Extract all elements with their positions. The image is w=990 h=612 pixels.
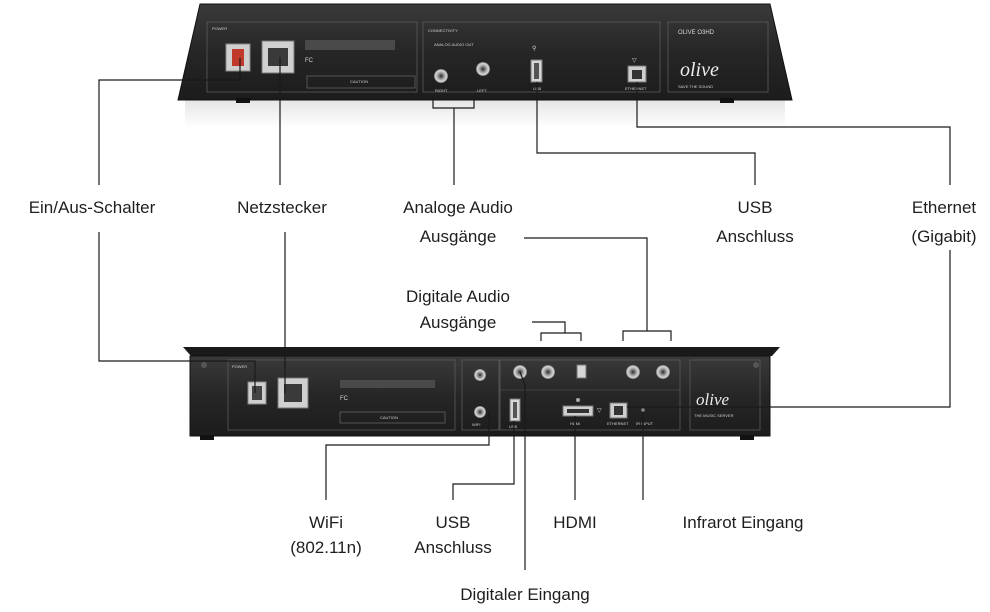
bottom-ir-label: IR INPUT [636,421,654,426]
top-ethernet-port-socket [632,70,642,79]
top-brand-tagline: SAVE THE SOUND [678,84,713,89]
top-caution-box [306,75,416,89]
bottom-caution-label: CAUTION [380,415,398,420]
line-usb-top [536,82,756,185]
top-rca-jack-left[interactable] [476,62,490,76]
top-power-panel [206,21,418,93]
label-power-plug: Netzstecker [237,198,327,217]
bottom-device-foot [740,435,754,440]
label-ethernet-line2: (Gigabit) [911,227,976,246]
bottom-regulatory-text-block [340,380,435,388]
hdmi-icon [576,398,580,402]
bottom-device-foot [200,435,214,440]
top-usb-port-slot [534,63,539,79]
bottom-power-socket-inlet [284,384,302,402]
ethernet-icon: ▽ [597,408,602,414]
bottom-caution-box [339,411,446,424]
labels: Ein/Aus-Schalter Netzstecker Analoge Aud… [29,198,977,604]
bottom-usb-label: USB [509,424,518,429]
top-connectivity-title: CONNECTIVITY [428,28,458,33]
label-infrared: Infrarot Eingang [683,513,804,532]
bottom-brand-tagline: THE MUSIC SERVER [694,413,734,418]
bottom-brand-panel [689,359,761,431]
bottom-wifi-panel [461,359,500,431]
line-power-switch-top [98,58,241,185]
bottom-ethernet-label: ETHERNET [607,421,629,426]
bottom-power-panel-title: POWER [232,364,247,369]
label-digital-audio-line1: Digitale Audio [406,287,510,306]
label-analog-audio-line1: Analoge Audio [403,198,513,217]
bottom-power-switch-rocker [252,386,262,400]
bottom-connectors-panel [499,359,681,431]
top-rca-jack-right-label: RIGHT [435,88,448,93]
line-ethernet-bottom [627,250,951,408]
label-usb-top-line2: Anschluss [716,227,793,246]
top-brand-logo: olive [680,59,719,81]
hdmi-port-socket [567,409,589,413]
label-usb-bottom-line1: USB [436,513,471,532]
line-power-switch-bottom [98,232,256,393]
usb-icon: ⚲ [532,45,536,52]
line-digital-input [519,371,526,570]
line-digital-audio [532,321,566,333]
wifi-antenna-connector-a[interactable] [474,369,486,381]
infrared-sensor [641,408,645,412]
top-device-foot [236,98,250,103]
top-power-switch-rocker [232,49,244,66]
label-digital-audio-line2: Ausgänge [420,313,497,332]
label-hdmi: HDMI [553,513,596,532]
bottom-rca-jack-right[interactable] [626,365,640,379]
digital-coax-output-jack[interactable] [541,365,555,379]
label-wifi-line1: WiFi [309,513,343,532]
bottom-wifi-label: WIFI [472,422,480,427]
label-usb-top-line1: USB [738,198,773,217]
bottom-device: POWER FC CAUTION WIFI USB HDMI ▽ ETHERNE… [183,347,780,440]
leader-lines [98,57,951,570]
top-power-socket-inlet [268,48,288,66]
top-device: POWER FC CAUTION CONNECTIVITY ANALOG AUD… [177,3,793,128]
bottom-brand-logo: olive [696,390,729,409]
line-digital-audio-bracket [540,332,582,341]
label-wifi-line2: (802.11n) [290,538,362,557]
top-model-name: OLIVE O3HD [678,30,715,36]
bottom-power-socket[interactable] [277,377,309,409]
screw-icon [201,362,207,368]
line-analog-bracket-bottom [622,330,672,341]
top-rca-jack-right[interactable] [434,69,448,83]
top-device-reflection [185,100,785,128]
top-device-foot [720,98,734,103]
label-analog-audio-line2: Ausgänge [420,227,497,246]
label-digital-input: Digitaler Eingang [460,585,589,604]
top-rca-jack-left-label: LEFT [477,88,487,93]
top-analog-audio-out-label: ANALOG AUDIO OUT [434,42,474,47]
line-usb-bottom [452,421,515,500]
top-power-panel-title: POWER [212,26,227,31]
bottom-device-top-edge [183,347,780,356]
top-regulatory-text-block [305,40,395,50]
ethernet-icon: ▽ [632,58,637,64]
bottom-ethernet-port-socket [614,406,623,415]
label-ethernet-line1: Ethernet [912,198,977,217]
line-ethernet-top [636,82,951,185]
top-ethernet-label: ETHERNET [625,86,647,91]
line-wifi [325,412,490,500]
top-connectivity-panel [422,21,661,93]
bottom-rca-jack-left[interactable] [656,365,670,379]
wifi-antenna-connector-b[interactable] [474,406,486,418]
line-analog-bottom [524,237,648,331]
label-power-switch: Ein/Aus-Schalter [29,198,156,217]
screw-icon [753,362,759,368]
bottom-usb-port-slot [513,402,517,418]
optical-output-port[interactable] [576,364,587,379]
bottom-power-panel [227,359,456,431]
top-brand-panel [667,21,769,93]
top-caution-label: CAUTION [350,79,368,84]
label-usb-bottom-line2: Anschluss [414,538,491,557]
fcc-logo: FC [340,396,349,402]
fcc-logo: FC [305,58,314,64]
